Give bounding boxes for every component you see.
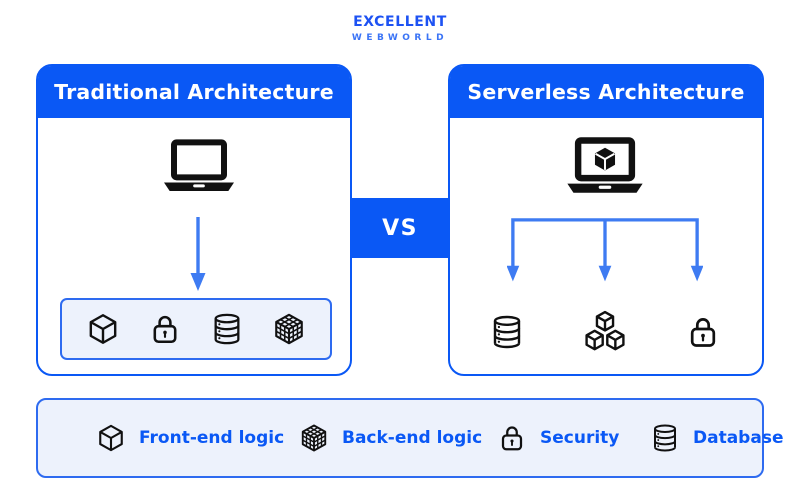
laptop-icon (159, 138, 239, 196)
traditional-panel-title: Traditional Architecture (54, 80, 334, 104)
monolith-stack-box (60, 298, 332, 360)
brand-logo: EXCELLENT WEBWORLD (0, 14, 800, 43)
legend-item-front-end-logic: Front-end logic (96, 400, 284, 476)
cube-icon (96, 423, 126, 453)
serverless-architecture-panel: Serverless Architecture (448, 64, 764, 376)
legend-label: Database (693, 428, 784, 448)
laptop-cube-icon (562, 136, 648, 198)
logo-primary-text: EXCELLENT (353, 14, 447, 30)
serverless-panel-title: Serverless Architecture (467, 80, 745, 104)
rubik-cube-icon (272, 312, 306, 346)
legend-label: Front-end logic (139, 428, 285, 448)
database-icon (489, 314, 525, 350)
rubik-cube-icon (299, 423, 329, 453)
vs-label: VS (382, 215, 418, 241)
cubes-cluster-icon (582, 309, 628, 355)
lock-icon (685, 314, 721, 350)
legend-label: Back-end logic (342, 428, 483, 448)
serverless-panel-header: Serverless Architecture (450, 66, 762, 118)
lock-icon (497, 423, 527, 453)
serverless-services-row (489, 304, 721, 360)
legend-item-database: Database (650, 400, 783, 476)
legend-bar: Front-end logic Back-end logic Security … (36, 398, 783, 478)
legend-item-back-end-logic: Back-end logic (299, 400, 482, 476)
database-icon (210, 312, 244, 346)
down-arrow-icon (188, 216, 208, 296)
vs-badge: VS (351, 198, 449, 258)
logo-secondary-text: WEBWORLD (351, 33, 449, 43)
legend-label: Security (540, 428, 620, 448)
traditional-panel-header: Traditional Architecture (38, 66, 350, 118)
cube-icon (86, 312, 120, 346)
database-icon (650, 423, 680, 453)
traditional-architecture-panel: Traditional Architecture (36, 64, 352, 376)
lock-icon (148, 312, 182, 346)
legend-item-security: Security (497, 400, 619, 476)
branch-arrows-icon (507, 216, 703, 290)
